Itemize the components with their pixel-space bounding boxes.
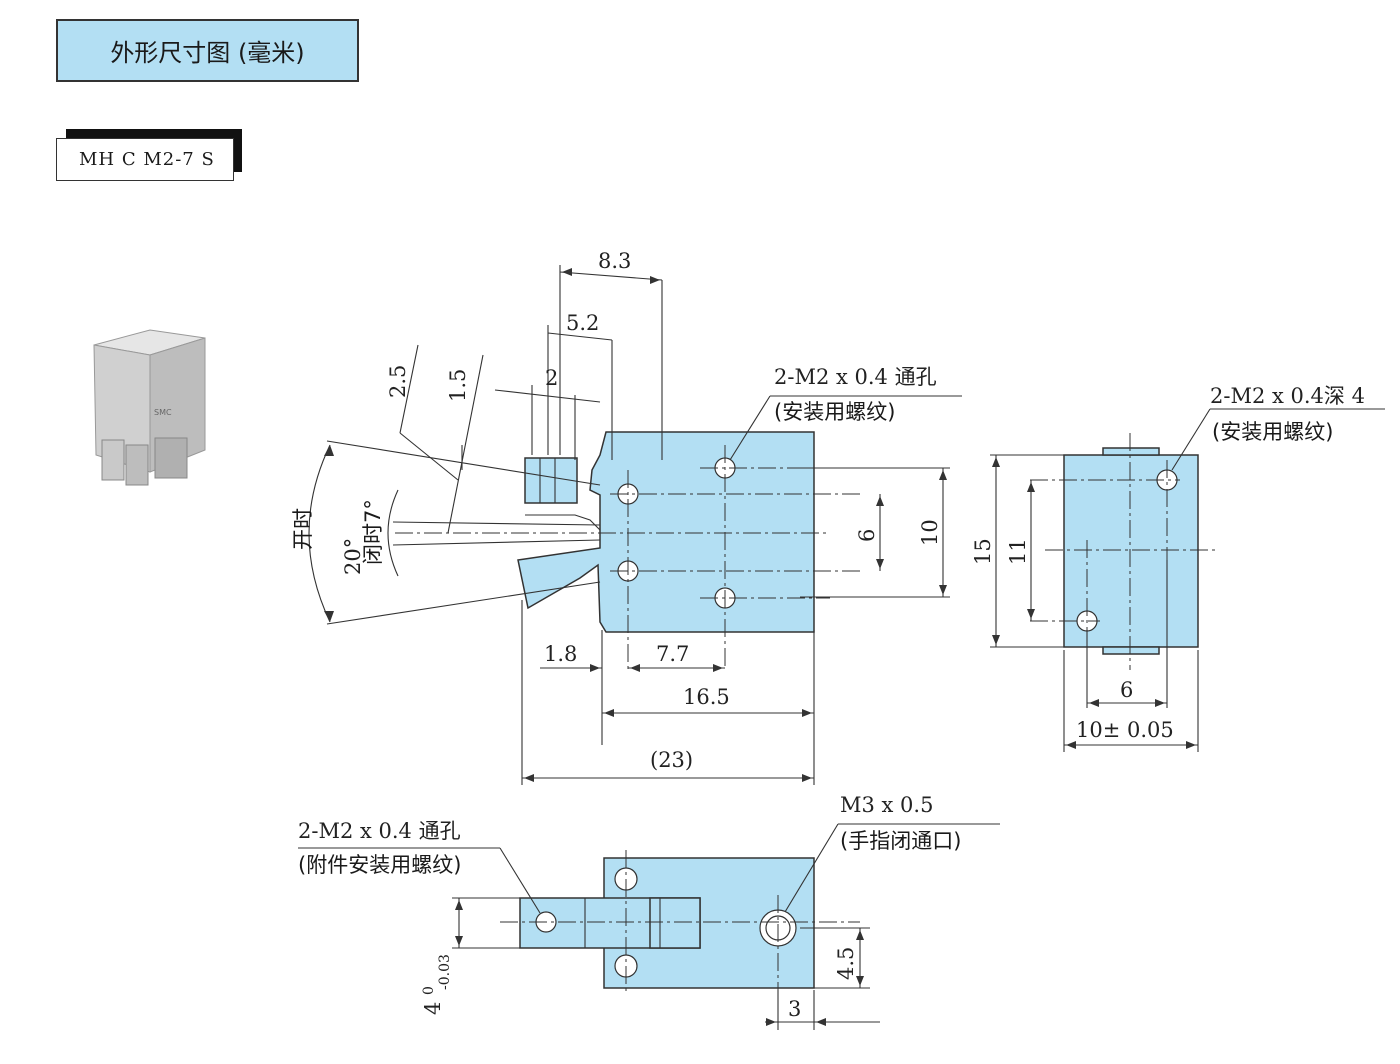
photo-logo: SMC xyxy=(154,408,172,417)
dim-4: 4 xyxy=(421,1002,445,1015)
dim-5-2: 5.2 xyxy=(566,311,599,335)
dim-11: 11 xyxy=(1006,538,1030,565)
dim-1-8: 1.8 xyxy=(544,642,577,666)
front-view: 开时 20° 闭时7° 8.3 5.2 2 2.5 1.5 6 xyxy=(291,249,962,785)
bottom-callout-right-line1: M3 x 0.5 xyxy=(840,793,933,817)
dim-15: 15 xyxy=(971,538,995,565)
dim-side-6: 6 xyxy=(1120,678,1133,702)
front-body xyxy=(517,431,815,633)
dim-2-5: 2.5 xyxy=(386,365,410,398)
front-callout-line1: 2-M2 x 0.4 通孔 xyxy=(774,365,937,389)
dim-6: 6 xyxy=(855,529,879,542)
bottom-callout-right-line2: (手指闭通口) xyxy=(840,829,961,853)
gripper-photo-icon: SMC xyxy=(93,329,206,486)
model-label: MH C M2-7 S xyxy=(56,138,234,181)
open-angle: 20° xyxy=(341,538,365,575)
dim-3: 3 xyxy=(788,997,801,1021)
page-title: 外形尺寸图 (毫米) xyxy=(56,19,359,82)
dim-2: 2 xyxy=(545,366,558,390)
side-view: 15 11 6 10± 0.05 2-M2 x 0.4深 4 (安装用螺纹) xyxy=(971,384,1385,752)
bottom-callout-left-line1: 2-M2 x 0.4 通孔 xyxy=(298,819,461,843)
side-tab-bottom xyxy=(1102,646,1160,655)
open-label: 开时 xyxy=(291,508,315,550)
side-callout-line1: 2-M2 x 0.4深 4 xyxy=(1210,384,1365,408)
dim-8-3: 8.3 xyxy=(598,249,631,273)
dim-1-5: 1.5 xyxy=(446,369,470,402)
side-tab-top xyxy=(1102,447,1160,456)
dim-7-7: 7.7 xyxy=(656,642,689,666)
dim-4-sub: -0.03 xyxy=(437,954,453,990)
bottom-callout-left-line2: (附件安装用螺纹) xyxy=(298,853,461,877)
front-callout-line2: (安装用螺纹) xyxy=(774,400,895,424)
side-callout-line2: (安装用螺纹) xyxy=(1212,420,1333,444)
dim-4-5: 4.5 xyxy=(834,947,858,980)
close-label: 闭时7° xyxy=(361,499,385,565)
dim-side-10: 10± 0.05 xyxy=(1076,718,1174,742)
dim-16-5: 16.5 xyxy=(683,685,730,709)
dim-23: (23) xyxy=(650,748,693,772)
bottom-view: 4 0 -0.03 4.5 3 2-M2 x 0.4 通孔 (附件安装用螺纹) … xyxy=(298,793,1000,1030)
bottom-finger-tip xyxy=(649,897,701,949)
dim-10: 10 xyxy=(918,519,942,546)
finger-upper xyxy=(524,457,578,504)
dim-4-sup: 0 xyxy=(421,986,437,995)
